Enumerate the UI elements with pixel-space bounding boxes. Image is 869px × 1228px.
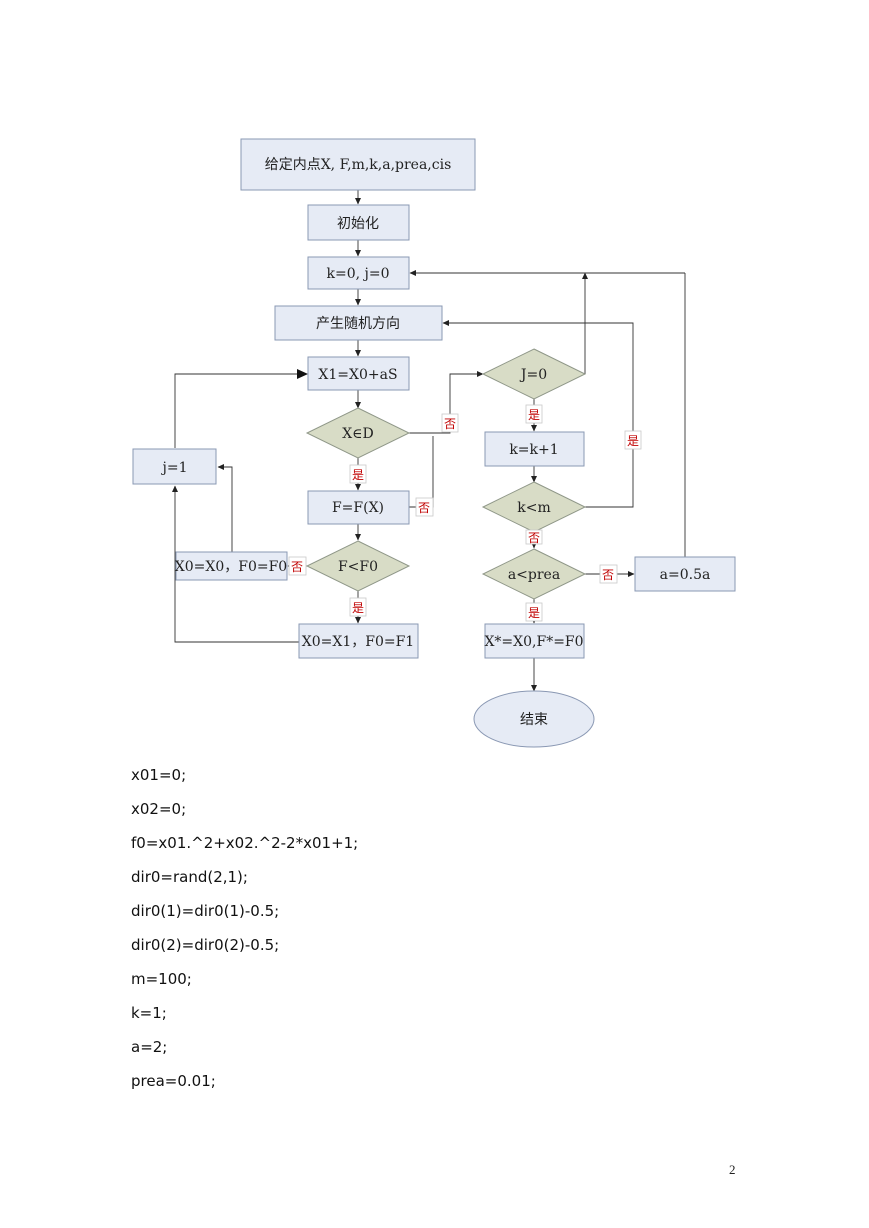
node-j0-label: J=0 <box>519 367 547 383</box>
code-line: a=2; <box>131 1038 168 1056</box>
svg-text:是: 是 <box>627 434 639 448</box>
svg-text:否: 否 <box>418 501 430 515</box>
label-yes-j0: 是 <box>525 404 543 424</box>
svg-text:是: 是 <box>528 606 540 620</box>
node-klm-label: k<m <box>517 500 551 516</box>
edge-reject-j1 <box>217 464 233 552</box>
label-yes-klm: 是 <box>624 430 642 450</box>
node-j0: J=0 <box>481 348 587 400</box>
node-result: X*=X0,F*=F0 <box>484 623 585 659</box>
node-reset: k=0, j=0 <box>307 256 410 290</box>
node-feval: F=F(X) <box>307 490 410 525</box>
edge-feval-no <box>409 436 434 508</box>
code-line: dir0(1)=dir0(1)-0.5; <box>131 902 280 920</box>
node-step-label: X1=X0+aS <box>318 367 397 383</box>
yes-no-labels: 否 是 否 否 是 是 是 否 <box>288 404 642 622</box>
node-half: a=0.5a <box>634 556 736 592</box>
node-reject-label: X0=X0，F0=F0 <box>175 559 287 575</box>
node-start-label: 给定内点X, F,m,k,a,prea,cis <box>265 157 452 173</box>
label-no-cmp: 否 <box>288 556 307 576</box>
svg-text:否: 否 <box>602 568 614 582</box>
node-kinc-label: k=k+1 <box>509 442 558 458</box>
svg-text:是: 是 <box>352 468 364 482</box>
node-result-label: X*=X0,F*=F0 <box>484 634 583 650</box>
node-j1: j=1 <box>132 448 217 485</box>
node-aprea: a<prea <box>481 548 587 600</box>
page-number: 2 <box>729 1162 736 1177</box>
label-no-feval: 否 <box>415 497 434 517</box>
code-line: dir0=rand(2,1); <box>131 868 248 886</box>
svg-text:是: 是 <box>528 408 540 422</box>
node-feval-label: F=F(X) <box>332 500 384 516</box>
flowchart: 给定内点X, F,m,k,a,prea,cis 初始化 k=0, j=0 产生随… <box>132 138 736 748</box>
svg-text:否: 否 <box>528 531 540 545</box>
edge-j1-step <box>174 369 308 448</box>
node-kinc: k=k+1 <box>484 431 585 467</box>
code-line: m=100; <box>131 970 192 988</box>
code-line: x01=0; <box>131 766 187 784</box>
node-reject: X0=X0，F0=F0 <box>175 551 288 581</box>
code-line: prea=0.01; <box>131 1072 216 1090</box>
node-init-label: 初始化 <box>337 215 379 232</box>
connectors <box>172 190 686 692</box>
node-dir: 产生随机方向 <box>274 305 443 341</box>
node-step: X1=X0+aS <box>307 356 410 391</box>
node-cmp: F<F0 <box>305 540 411 592</box>
node-j1-label: j=1 <box>161 460 188 476</box>
node-inD-label: X∈D <box>342 426 374 442</box>
code-line: dir0(2)=dir0(2)-0.5; <box>131 936 280 954</box>
label-no-inD: 否 <box>441 413 459 433</box>
node-accept: X0=X1，F0=F1 <box>298 623 419 659</box>
code-line: k=1; <box>131 1004 167 1022</box>
node-end-label: 结束 <box>520 712 548 728</box>
svg-text:是: 是 <box>352 601 364 615</box>
node-cmp-label: F<F0 <box>338 559 378 575</box>
node-reset-label: k=0, j=0 <box>327 266 390 282</box>
node-dir-label: 产生随机方向 <box>316 316 400 332</box>
node-half-label: a=0.5a <box>660 567 711 583</box>
edge-inD-no <box>409 371 484 434</box>
code-line: x02=0; <box>131 800 187 818</box>
node-accept-label: X0=X1，F0=F1 <box>302 634 414 650</box>
edge-klm-dir <box>442 320 634 508</box>
label-no-aprea: 否 <box>599 564 618 584</box>
node-klm: k<m <box>481 481 587 533</box>
label-yes-aprea: 是 <box>525 602 543 622</box>
node-inD: X∈D <box>305 407 411 459</box>
label-yes-inD: 是 <box>349 464 367 484</box>
label-no-klm: 否 <box>525 529 543 545</box>
edge-accept-j1 <box>172 485 299 643</box>
svg-text:否: 否 <box>444 417 456 431</box>
node-aprea-label: a<prea <box>508 567 560 583</box>
node-init: 初始化 <box>307 204 410 241</box>
code-line: f0=x01.^2+x02.^2-2*x01+1; <box>131 834 359 852</box>
node-start: 给定内点X, F,m,k,a,prea,cis <box>240 138 476 191</box>
label-yes-cmp: 是 <box>349 597 367 617</box>
svg-text:否: 否 <box>291 560 303 574</box>
node-end: 结束 <box>473 690 595 748</box>
